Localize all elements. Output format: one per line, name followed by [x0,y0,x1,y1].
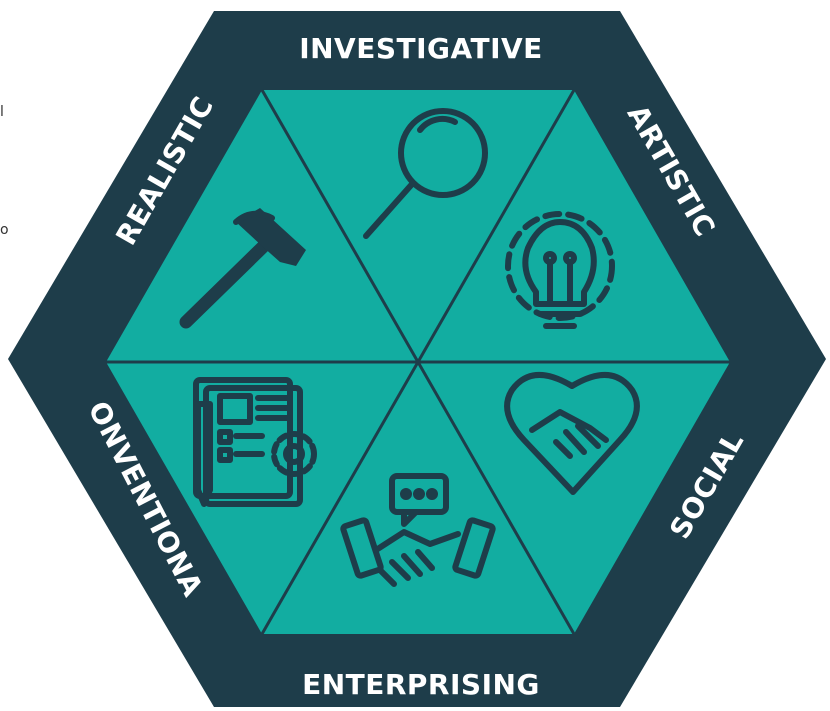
label-investigative: INVESTIGATIVE [299,32,543,65]
segment-investigative [262,90,574,362]
handshake-speech-icon [340,473,496,587]
heart-handshake-icon [504,371,640,495]
hammer-icon [179,208,306,329]
magnifier-icon [363,108,488,239]
segment-social [418,362,730,634]
segment-dividers [106,89,730,635]
edge-text-fragment-2: o [0,222,9,238]
label-enterprising: ENTERPRISING [302,668,540,701]
lightbulb-gear-icon [505,211,615,329]
document-gear-icon [193,377,317,507]
edge-text-fragment-1: l [0,104,4,120]
